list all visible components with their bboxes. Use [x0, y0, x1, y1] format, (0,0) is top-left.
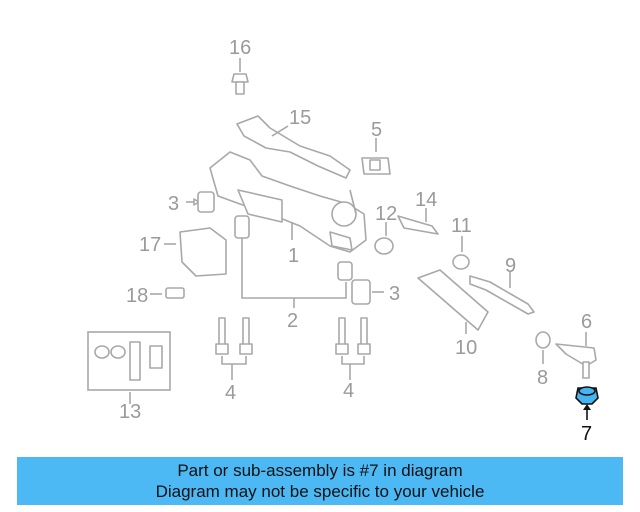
callout-3: 3: [168, 193, 179, 215]
part-13-kit: [87, 331, 171, 404]
callout-7: 7: [581, 423, 592, 445]
callout-15: 15: [289, 107, 311, 129]
part-9-tie-rod: [469, 272, 535, 315]
part-8-clamp: [535, 331, 551, 364]
part-2-mounting: [234, 215, 353, 308]
part-17-cover: [164, 227, 227, 277]
callout-1: 1: [288, 245, 299, 267]
part-4-bolts-right: [335, 317, 371, 380]
callout-2: 2: [287, 310, 298, 332]
part-11-clamp: [452, 236, 470, 270]
part-5-mount: [361, 138, 391, 175]
callout-14: 14: [415, 189, 437, 211]
part-10-boot: [417, 269, 489, 334]
banner-line-1: Part or sub-assembly is #7 in diagram: [177, 461, 463, 480]
part-3-bushing-left: [186, 191, 215, 213]
part-3-bushing-right: [351, 279, 384, 305]
info-banner: Part or sub-assembly is #7 in diagram Di…: [17, 457, 623, 505]
part-4-bolts-left: [215, 317, 253, 380]
callout-13: 13: [119, 401, 141, 423]
callout-17: 17: [139, 234, 161, 256]
callout-16: 16: [229, 37, 251, 59]
callout-4a: 4: [225, 382, 236, 404]
callout-4b: 4: [343, 380, 354, 402]
callout-11: 11: [451, 215, 472, 237]
part-14-bracket: [397, 208, 439, 235]
part-18-bolt: [150, 287, 185, 299]
part-6-tie-rod-end: [555, 332, 597, 379]
part-12-clamp: [374, 222, 394, 255]
callout-12: 12: [375, 203, 397, 225]
callout-3b: 3: [389, 283, 400, 305]
callout-10: 10: [455, 337, 477, 359]
banner-line-2: Diagram may not be specific to your vehi…: [155, 482, 485, 501]
callout-6: 6: [581, 311, 592, 333]
callout-8: 8: [537, 367, 548, 389]
callout-5: 5: [371, 119, 382, 141]
part-16-bolt: [231, 58, 249, 95]
callout-18: 18: [126, 285, 148, 307]
part-7-nut: [575, 386, 599, 420]
part-1-steering-rack: [209, 151, 367, 253]
callout-9: 9: [505, 255, 516, 277]
part-15-heat-shield: [236, 115, 351, 179]
